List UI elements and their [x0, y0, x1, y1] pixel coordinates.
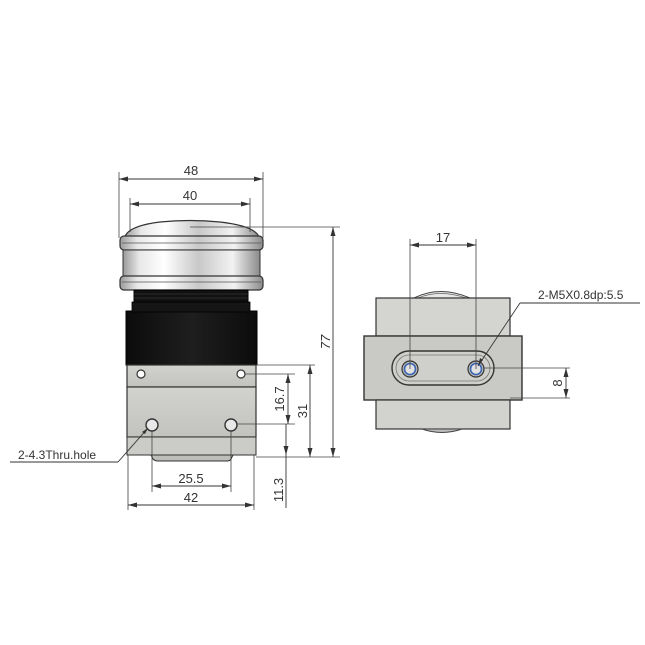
svg-text:77: 77	[318, 334, 333, 349]
mounting-block	[126, 364, 257, 462]
dimension-11-3: 11.3	[271, 424, 289, 508]
dimension-31: 31	[256, 364, 315, 457]
dimension-42: 42	[127, 455, 255, 510]
chrome-cap	[119, 219, 264, 291]
side-upper-block	[375, 297, 511, 337]
svg-text:2-4.3Thru.hole: 2-4.3Thru.hole	[18, 448, 96, 462]
svg-text:48: 48	[184, 163, 198, 178]
threaded-neck	[133, 289, 249, 303]
svg-text:31: 31	[295, 404, 310, 418]
thru-hole-left	[145, 418, 159, 432]
callout-thru-hole: 2-4.3Thru.hole	[10, 427, 149, 463]
callout-thread: 2-M5X0.8dp:5.5	[477, 288, 640, 367]
cylinder-body	[125, 310, 258, 366]
svg-text:2-M5X0.8dp:5.5: 2-M5X0.8dp:5.5	[538, 288, 624, 302]
dimension-40: 40	[129, 188, 251, 232]
dimension-8: 8	[484, 367, 570, 399]
dimension-48: 48	[118, 163, 264, 238]
svg-text:16.7: 16.7	[272, 386, 287, 411]
mount-hole-top-left	[136, 369, 146, 379]
svg-text:40: 40	[183, 188, 197, 203]
svg-text:8: 8	[550, 379, 565, 386]
dimension-16-7: 16.7	[237, 373, 295, 425]
svg-text:25.5: 25.5	[178, 471, 203, 486]
dimension-25-5: 25.5	[151, 431, 232, 492]
side-view: 17 8 2-M5X0.8dp:5.5	[363, 230, 640, 433]
svg-text:11.3: 11.3	[271, 478, 286, 502]
dimension-17: 17	[409, 230, 477, 369]
svg-text:42: 42	[184, 490, 198, 505]
front-view: 48 40 77 31	[10, 163, 340, 510]
svg-text:17: 17	[436, 230, 450, 245]
dimension-77: 77	[190, 226, 340, 458]
mount-hole-top-right	[236, 369, 246, 379]
side-lower-block	[375, 399, 511, 430]
thru-hole-right	[224, 418, 238, 432]
